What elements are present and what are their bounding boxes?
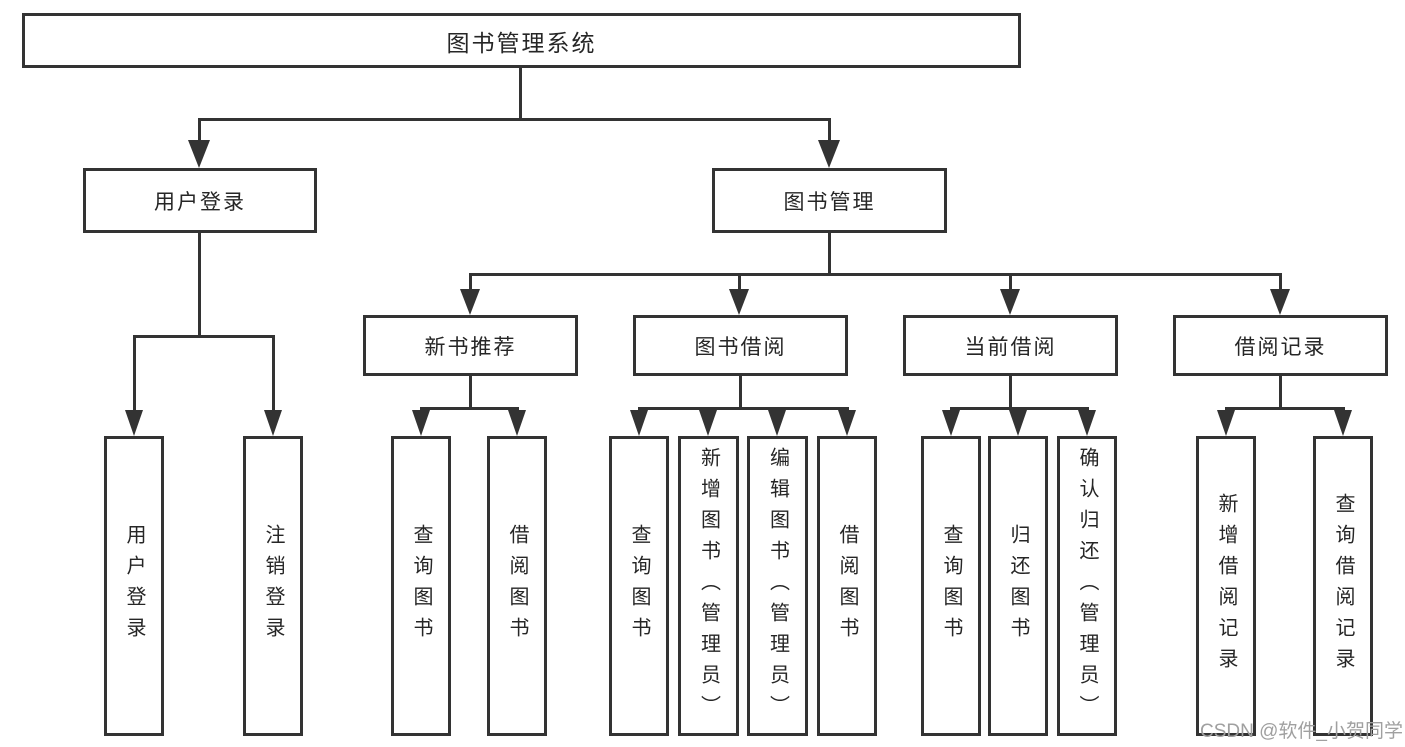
csdn-watermark: CSDN @软件_小贺同学 — [1200, 721, 1403, 742]
arrow-down-icon — [942, 410, 960, 436]
connector-line — [738, 273, 741, 292]
arrow-down-icon — [1000, 289, 1020, 315]
connector-line — [469, 273, 472, 292]
node-book-management: 图书管理 — [712, 168, 947, 233]
arrow-down-icon — [1078, 410, 1096, 436]
node-leaf-logout: 注销登录 — [243, 436, 303, 736]
node-leaf-add-book-admin: 新增图书（管理员） — [678, 436, 739, 736]
connector-line — [420, 407, 519, 410]
node-current-borrow: 当前借阅 — [903, 315, 1118, 376]
arrow-down-icon — [125, 410, 143, 436]
arrow-down-icon — [818, 140, 840, 168]
node-leaf-query-book-borrow: 查询图书 — [609, 436, 669, 736]
connector-line — [828, 118, 831, 144]
node-book-borrow-label: 图书借阅 — [694, 335, 787, 359]
connector-line — [739, 375, 742, 410]
arrow-down-icon — [838, 410, 856, 436]
node-leaf-borrow-book: 借阅图书 — [817, 436, 877, 736]
node-leaf-add-book-admin-label: 新增图书（管理员） — [697, 446, 720, 726]
connector-line — [469, 375, 472, 410]
arrow-down-icon — [264, 410, 282, 436]
arrow-down-icon — [729, 289, 749, 315]
connector-line — [198, 232, 201, 338]
node-leaf-add-borrow-record-label: 新增借阅记录 — [1215, 493, 1237, 679]
connector-line — [1225, 407, 1345, 410]
node-user-login: 用户登录 — [83, 168, 317, 233]
arrow-down-icon — [460, 289, 480, 315]
arrow-down-icon — [1334, 410, 1352, 436]
arrow-down-icon — [508, 410, 526, 436]
node-new-book-recommend: 新书推荐 — [363, 315, 578, 376]
arrow-down-icon — [1009, 410, 1027, 436]
connector-line — [272, 335, 275, 412]
connector-line — [1279, 273, 1282, 292]
node-root: 图书管理系统 — [22, 13, 1021, 68]
node-leaf-borrow-book-recommend-label: 借阅图书 — [506, 524, 528, 648]
connector-line — [1009, 375, 1012, 410]
node-leaf-return-book-label: 归还图书 — [1007, 524, 1029, 648]
node-leaf-query-book-current: 查询图书 — [921, 436, 981, 736]
connector-line — [198, 118, 201, 144]
connector-line — [1009, 273, 1012, 292]
arrow-down-icon — [1217, 410, 1235, 436]
connector-line — [519, 65, 522, 121]
connector-line — [1279, 375, 1282, 410]
node-leaf-query-book-borrow-label: 查询图书 — [628, 524, 650, 648]
arrow-down-icon — [630, 410, 648, 436]
node-new-book-recommend-label: 新书推荐 — [424, 335, 517, 359]
node-leaf-add-borrow-record: 新增借阅记录 — [1196, 436, 1256, 736]
node-leaf-query-borrow-record: 查询借阅记录 — [1313, 436, 1373, 736]
node-book-borrow: 图书借阅 — [633, 315, 848, 376]
node-leaf-confirm-return-admin-label: 确认归还（管理员） — [1076, 446, 1098, 726]
node-borrow-record: 借阅记录 — [1173, 315, 1388, 376]
node-leaf-confirm-return-admin: 确认归还（管理员） — [1057, 436, 1117, 736]
arrow-down-icon — [768, 410, 786, 436]
connector-line — [469, 273, 1282, 276]
arrow-down-icon — [699, 410, 717, 436]
node-leaf-edit-book-admin-label: 编辑图书（管理员） — [766, 446, 789, 726]
node-leaf-user-login: 用户登录 — [104, 436, 164, 736]
connector-line — [133, 335, 275, 338]
arrow-down-icon — [1270, 289, 1290, 315]
node-leaf-user-login-label: 用户登录 — [123, 524, 145, 648]
node-borrow-record-label: 借阅记录 — [1234, 335, 1327, 359]
node-leaf-query-book-recommend: 查询图书 — [391, 436, 451, 736]
connector-line — [133, 335, 136, 412]
node-book-management-label: 图书管理 — [783, 190, 876, 214]
node-leaf-borrow-book-label: 借阅图书 — [836, 524, 858, 648]
node-root-label: 图书管理系统 — [446, 29, 597, 56]
connector-line — [828, 233, 831, 276]
connector-line — [198, 118, 831, 121]
node-leaf-edit-book-admin: 编辑图书（管理员） — [747, 436, 808, 736]
node-leaf-query-borrow-record-label: 查询借阅记录 — [1332, 493, 1354, 679]
node-user-login-label: 用户登录 — [154, 190, 246, 214]
node-leaf-query-book-recommend-label: 查询图书 — [410, 524, 432, 648]
node-leaf-logout-label: 注销登录 — [262, 524, 284, 648]
arrow-down-icon — [188, 140, 210, 168]
node-leaf-query-book-current-label: 查询图书 — [940, 524, 962, 648]
node-leaf-borrow-book-recommend: 借阅图书 — [487, 436, 547, 736]
node-current-borrow-label: 当前借阅 — [964, 335, 1057, 359]
node-leaf-return-book: 归还图书 — [988, 436, 1048, 736]
connector-line — [638, 407, 849, 410]
arrow-down-icon — [412, 410, 430, 436]
